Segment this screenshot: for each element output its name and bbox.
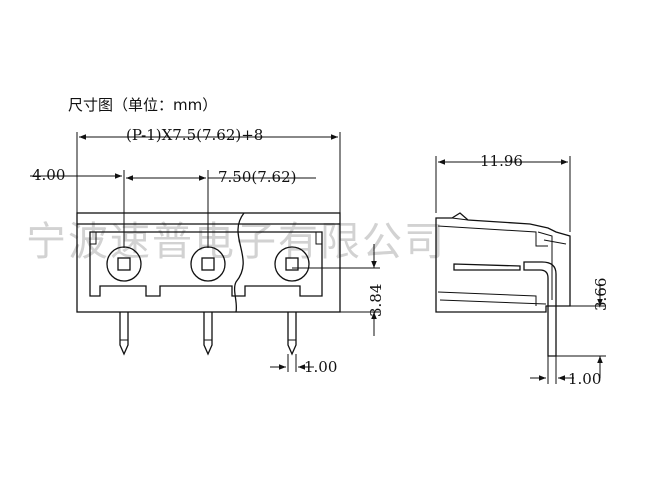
screw-3 — [274, 246, 310, 282]
front-view: (P-1)X7.5(7.62)+8 4.00 7.50(7.62) — [30, 126, 385, 376]
pitch-label: 7.50(7.62) — [218, 168, 297, 186]
drawing-title: 尺寸图（单位：mm） — [68, 96, 217, 114]
side-contact — [453, 263, 521, 271]
pin-2 — [203, 312, 213, 356]
screw-1 — [106, 246, 142, 282]
side-body — [435, 212, 571, 313]
terminal-cavity — [89, 231, 323, 297]
break-line — [233, 212, 245, 313]
front-height-label: 3.84 — [367, 284, 385, 317]
overall-dimension-label: (P-1)X7.5(7.62)+8 — [126, 126, 263, 144]
pin-1 — [119, 312, 129, 356]
end-offset-label: 4.00 — [32, 166, 65, 184]
pin-3 — [287, 312, 297, 356]
side-depth-label: 11.96 — [480, 152, 523, 170]
connector-body — [76, 212, 341, 313]
side-pin-width-label: 1.00 — [568, 370, 601, 388]
front-pin-width-label: 1.00 — [304, 358, 337, 376]
side-view: 11.96 3.66 1.00 — [435, 152, 610, 388]
watermark-text: 宁波速普电子有限公司 — [26, 219, 446, 265]
side-height-label: 3.66 — [592, 278, 610, 311]
screw-2 — [190, 246, 226, 282]
side-pin — [523, 261, 557, 357]
